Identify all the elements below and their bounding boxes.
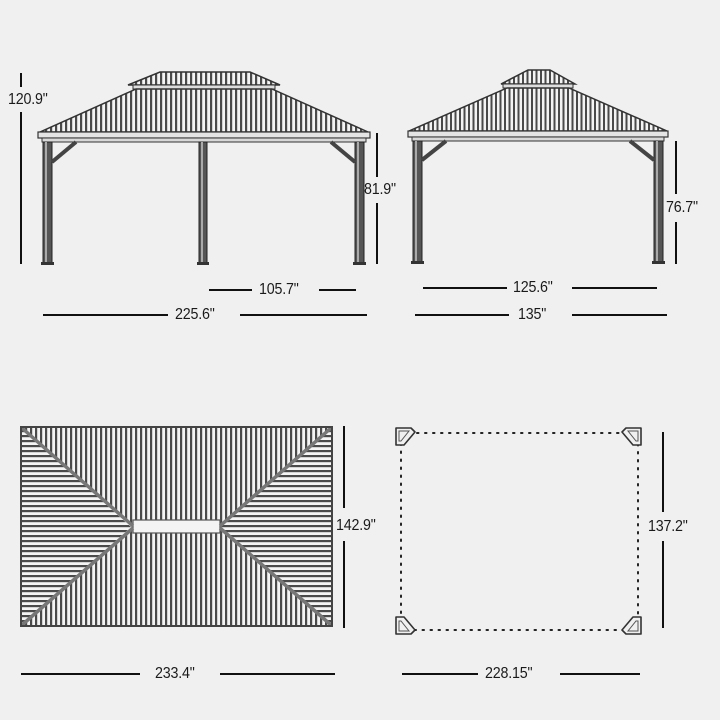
corner-bracket-tl (395, 427, 416, 446)
roof-depth-label: 142.9" (336, 517, 376, 534)
side-post-height-label: 76.7" (666, 199, 698, 216)
footprint-length-label: 228.15" (485, 665, 533, 682)
roof-length-label: 233.4" (155, 665, 195, 682)
front-elevation-view (37, 71, 371, 265)
side-total-width-label: 135" (518, 306, 547, 323)
corner-bracket-br (621, 616, 642, 635)
footprint-plan-view (395, 427, 642, 635)
corner-bracket-tr (621, 427, 642, 446)
footprint-depth-label: 137.2" (648, 518, 688, 535)
front-post-spacing-label: 105.7" (259, 281, 299, 298)
side-elevation-view (407, 69, 669, 264)
front-total-length-label: 225.6" (175, 306, 215, 323)
roof-plan-view (20, 426, 333, 627)
dimension-lines (20, 73, 677, 675)
front-total-height-label: 120.9" (8, 91, 48, 108)
side-post-spacing-label: 125.6" (513, 279, 553, 296)
corner-bracket-bl (395, 616, 416, 635)
front-post-height-label: 81.9" (364, 181, 396, 198)
